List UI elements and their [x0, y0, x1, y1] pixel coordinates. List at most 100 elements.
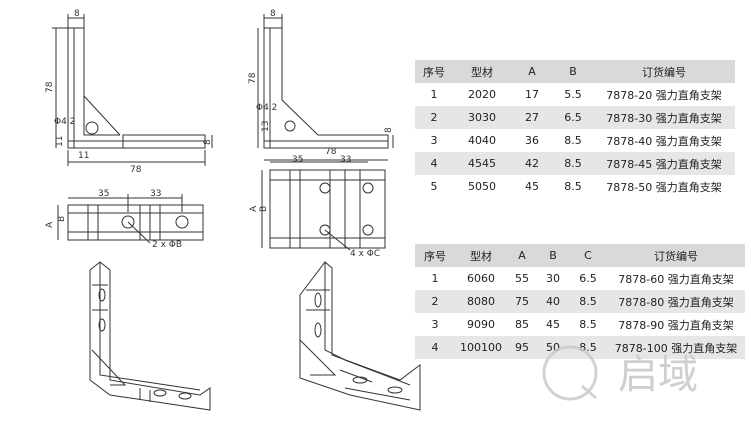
cell: 40: [546, 295, 560, 308]
cell: 7878-90 强力直角支架: [618, 318, 734, 332]
d1-dim-base: 78: [130, 165, 142, 175]
bracket2-front-outline: [263, 27, 389, 149]
cell: 4545: [468, 157, 496, 170]
cell: 7878-30 强力直角支架: [606, 111, 722, 125]
t2-header: 序号: [424, 249, 446, 263]
table-row: 3 9090 85 45 8.5 7878-90 强力直角支架: [415, 313, 745, 336]
t1-header: B: [569, 65, 577, 78]
bracket2-isometric: [299, 261, 421, 411]
d1-side-d2: 33: [150, 189, 161, 199]
d1-side-d1: 35: [98, 189, 109, 199]
watermark-logo: 启域: [542, 345, 698, 401]
cell: 6.5: [579, 272, 597, 285]
cell: 2020: [468, 88, 496, 101]
cell: 3: [431, 318, 439, 331]
cell: 3030: [468, 111, 496, 124]
d2-side-b: B: [259, 206, 269, 212]
table-row: 2 8080 75 40 8.5 7878-80 强力直角支架: [415, 290, 745, 313]
cell: 7878-20 强力直角支架: [606, 88, 722, 102]
t1-header: 型材: [471, 65, 493, 79]
bracket1-front-outline: [67, 28, 206, 149]
table-row: 3 4040 36 8.5 7878-40 强力直角支架: [415, 129, 735, 152]
d2-dim-hole: Φ4.2: [256, 103, 277, 113]
d2-side-d2: 33: [340, 155, 351, 165]
t1-header: 订货编号: [642, 65, 686, 79]
bracket2-side-view: [269, 169, 386, 249]
cell: 45: [525, 180, 539, 193]
cell: 8.5: [564, 134, 582, 147]
d2-dim-top: 8: [270, 9, 276, 19]
cell: 4: [430, 157, 438, 170]
cell: 4: [431, 341, 439, 354]
cell: 3: [430, 134, 438, 147]
cell: 8080: [467, 295, 495, 308]
cell: 2: [431, 295, 439, 308]
cell: 7878-80 强力直角支架: [618, 295, 734, 309]
cell: 36: [525, 134, 539, 147]
cell: 45: [546, 318, 560, 331]
cell: 95: [515, 341, 529, 354]
d1-dim-hole: Φ4.2: [54, 117, 75, 127]
d1-side-b: B: [57, 216, 67, 222]
d1-dim-left: 78: [45, 81, 55, 93]
cell: 7878-45 强力直角支架: [606, 157, 722, 171]
cell: 8.5: [564, 180, 582, 193]
cell: 5: [430, 180, 438, 193]
cell: 7878-50 强力直角支架: [606, 180, 722, 194]
cell: 42: [525, 157, 539, 170]
d1-dim-top: 8: [74, 9, 80, 19]
t1-header: 序号: [423, 65, 445, 79]
spec-table-2: 序号 型材 A B C 订货编号 1 6060 55 30 6.5 7878-60 强力直…: [415, 244, 745, 359]
cell: 7878-60 强力直角支架: [618, 272, 734, 286]
table-row: 2 3030 27 6.5 7878-30 强力直角支架: [415, 106, 735, 129]
d1-dim-foot: 11: [55, 136, 65, 147]
bracket1-isometric: [89, 261, 211, 411]
table-row: 1 2020 17 5.5 7878-20 强力直角支架: [415, 83, 735, 106]
cell: 2: [430, 111, 438, 124]
cell: 75: [515, 295, 529, 308]
t2-header: A: [518, 249, 526, 262]
cell: 7878-40 强力直角支架: [606, 134, 722, 148]
cell: 17: [525, 88, 539, 101]
cell: 6.5: [564, 111, 582, 124]
d2-side-a: A: [249, 205, 259, 212]
cell: 4040: [468, 134, 496, 147]
cell: 1: [431, 272, 439, 285]
cell: 85: [515, 318, 529, 331]
cell: 100100: [460, 341, 502, 354]
table-row: 1 6060 55 30 6.5 7878-60 强力直角支架: [415, 267, 745, 290]
cell: 8.5: [579, 318, 597, 331]
table-row: 4 4545 42 8.5 7878-45 强力直角支架: [415, 152, 735, 175]
cell: 55: [515, 272, 529, 285]
t1-header: A: [528, 65, 536, 78]
d2-dim-base: 78: [325, 147, 337, 157]
cell: 9090: [467, 318, 495, 331]
t2-header: C: [584, 249, 592, 262]
table-row: 5 5050 45 8.5 7878-50 强力直角支架: [415, 175, 735, 198]
t2-header: B: [549, 249, 557, 262]
cell: 6060: [467, 272, 495, 285]
cell: 27: [525, 111, 539, 124]
cell: 5050: [468, 180, 496, 193]
cell: 8.5: [564, 157, 582, 170]
d2-side-holes: 4 x ΦC: [350, 249, 380, 259]
d1-side-holes: 2 x ΦB: [152, 240, 182, 250]
d1-side-a: A: [45, 221, 55, 228]
d2-dim-left: 78: [248, 72, 258, 84]
bracket1-side-view: [67, 204, 204, 241]
cell: 1: [430, 88, 438, 101]
watermark-text: 启域: [618, 352, 698, 398]
cell: 8.5: [579, 295, 597, 308]
t2-header: 订货编号: [654, 249, 698, 263]
d2-side-d1: 35: [292, 155, 303, 165]
cell: 7878-100 强力直角支架: [614, 341, 738, 355]
d2-dim-right: 8: [384, 127, 394, 133]
t2-header: 型材: [470, 249, 492, 263]
d1-dim-foot-bottom: 11: [78, 151, 89, 161]
d1-dim-right: 8: [203, 139, 213, 145]
cell: 30: [546, 272, 560, 285]
d2-dim-foot: 13: [261, 121, 271, 132]
cell: 5.5: [564, 88, 582, 101]
